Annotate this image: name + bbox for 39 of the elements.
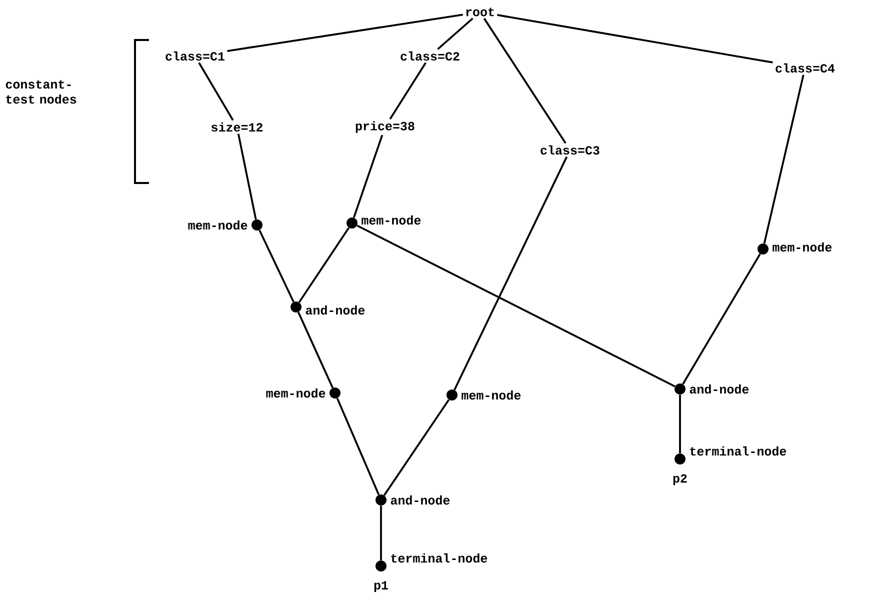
node-caption: mem-node bbox=[266, 388, 326, 398]
node-label: class=C4 bbox=[776, 63, 835, 73]
node-caption: mem-node bbox=[188, 220, 248, 230]
connector-line bbox=[763, 74, 804, 244]
connector-line bbox=[380, 506, 382, 560]
connector-line bbox=[237, 134, 257, 220]
node-label: size=12 bbox=[211, 122, 263, 132]
node-caption: mem-node bbox=[362, 215, 421, 225]
connector-line bbox=[454, 156, 568, 390]
node-caption: mem-node bbox=[462, 390, 521, 400]
connector-line bbox=[437, 18, 474, 50]
connector-line bbox=[352, 134, 384, 218]
node-label: class=C3 bbox=[540, 145, 600, 155]
connector-line bbox=[497, 14, 773, 64]
connector-line bbox=[298, 227, 350, 303]
node-label: class=C1 bbox=[166, 51, 224, 61]
group-label: constant- test nodes bbox=[6, 80, 76, 104]
node-caption: p2 bbox=[673, 474, 687, 486]
connector-line bbox=[383, 399, 450, 496]
connector-line bbox=[389, 62, 426, 120]
node-label: root bbox=[466, 8, 494, 16]
node-caption: and-node bbox=[690, 384, 749, 394]
node-label: class=C2 bbox=[400, 51, 460, 61]
node-caption: and-node bbox=[306, 305, 365, 315]
node-caption: mem-node bbox=[772, 242, 832, 252]
node-caption: terminal-node bbox=[690, 446, 786, 456]
node-caption: p1 bbox=[374, 581, 388, 592]
connector-line bbox=[682, 253, 761, 385]
connector-line bbox=[227, 14, 463, 52]
node-label: price=38 bbox=[356, 121, 414, 133]
connector-line bbox=[483, 18, 566, 144]
node-caption: terminal-node bbox=[391, 553, 488, 563]
connector-line bbox=[679, 394, 681, 454]
connector-line bbox=[336, 398, 380, 496]
node-caption: and-node bbox=[390, 495, 450, 505]
connector-line bbox=[198, 62, 234, 121]
connector-line bbox=[356, 224, 676, 388]
connector-line bbox=[258, 230, 294, 302]
connector-line bbox=[298, 312, 334, 388]
